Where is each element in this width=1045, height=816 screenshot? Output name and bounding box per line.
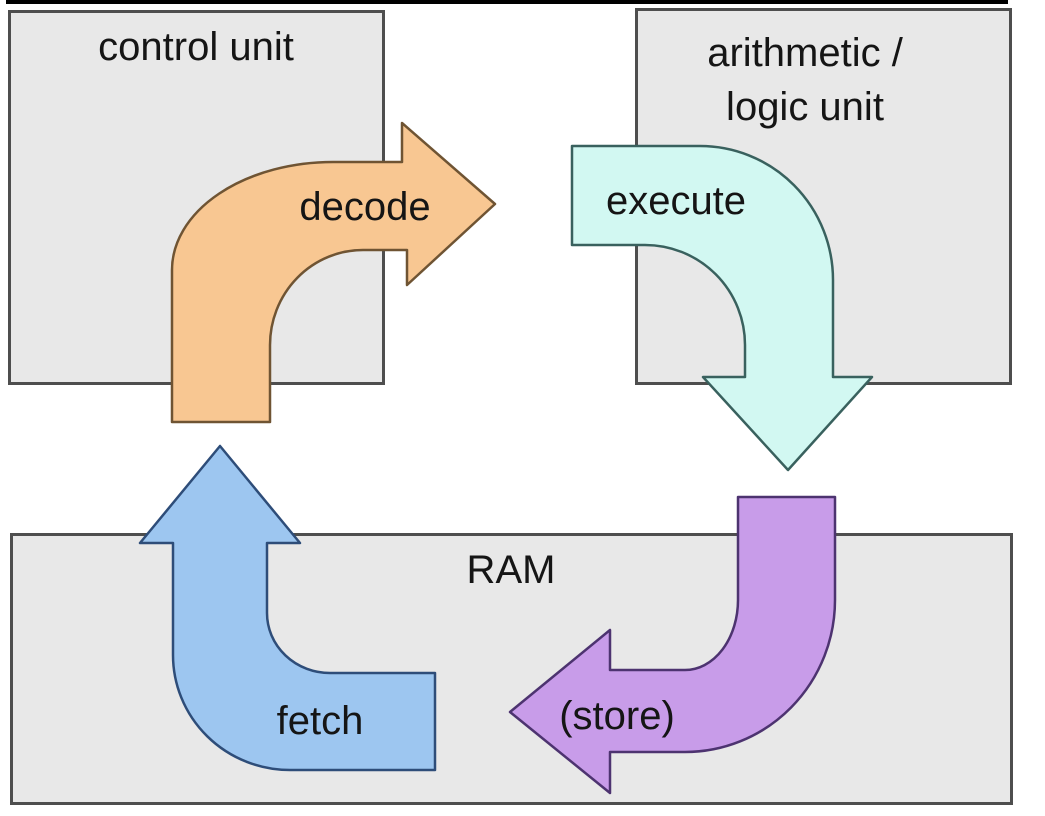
fetch-arrow <box>138 444 437 772</box>
decode-arrow <box>170 121 497 424</box>
store-arrow <box>508 495 837 795</box>
top-border-bar <box>6 0 1008 4</box>
execute-label: execute <box>605 179 747 223</box>
fetch-label: fetch <box>276 699 364 743</box>
store-label: (store) <box>559 694 675 738</box>
alu-label-line1: arithmetic / <box>707 31 903 75</box>
control-unit-label: control unit <box>98 25 294 69</box>
alu-label-line2: logic unit <box>726 85 884 129</box>
ram-label: RAM <box>466 548 556 592</box>
execute-arrow <box>570 144 874 472</box>
alu-label: arithmetic / logic unit <box>707 26 903 134</box>
decode-label: decode <box>299 185 431 229</box>
